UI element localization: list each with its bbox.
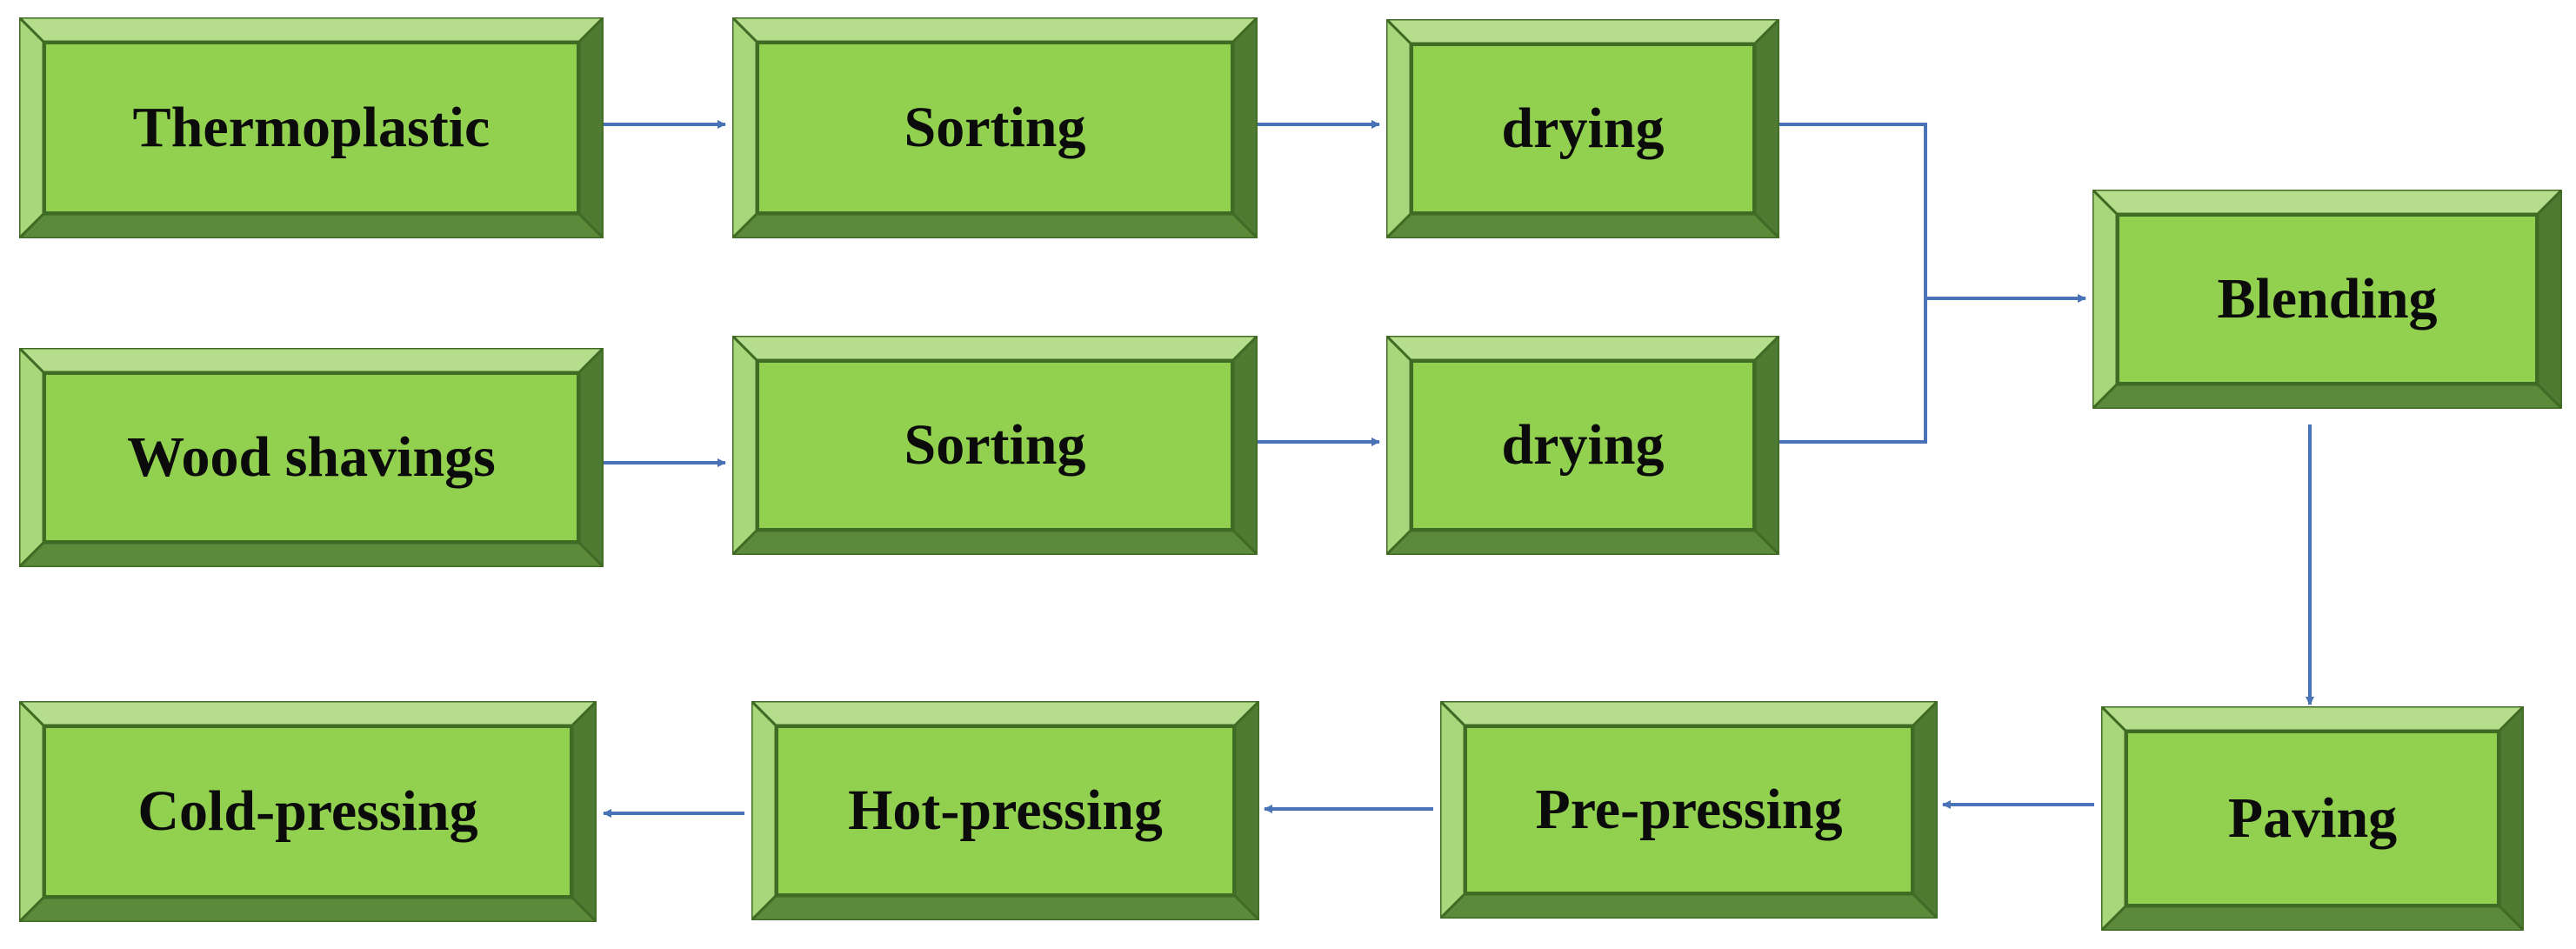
step-wood-shavings: Wood shavings [19,348,604,567]
step-thermoplastic: Thermoplastic [19,17,604,238]
step-label: Sorting [904,96,1086,159]
step-label: Sorting [904,413,1086,477]
step-hot-pressing: Hot-pressing [751,701,1259,920]
step-label: Wood shavings [127,425,496,489]
step-label: Pre-pressing [1535,778,1843,841]
step-blending: Blending [2092,190,2562,409]
step-label: Cold-pressing [137,779,478,843]
step-paving: Paving [2101,706,2524,931]
step-label: Paving [2227,786,2398,850]
step-pre-pressing: Pre-pressing [1440,701,1938,919]
step-label: Blending [2217,267,2438,331]
step-label: drying [1501,413,1665,477]
step-label: Thermoplastic [132,96,491,159]
step-sorting-wood-shavings: Sorting [732,336,1258,555]
step-label: drying [1501,97,1665,160]
step-drying-thermoplastic: drying [1386,19,1779,238]
step-label: Hot-pressing [848,779,1163,842]
step-sorting-thermoplastic: Sorting [732,17,1258,238]
step-drying-wood-shavings: drying [1386,336,1779,555]
connector-drying-bottom-to-junction [1772,298,1927,444]
step-cold-pressing: Cold-pressing [19,701,597,922]
connector-drying-top-to-junction [1772,123,1927,298]
